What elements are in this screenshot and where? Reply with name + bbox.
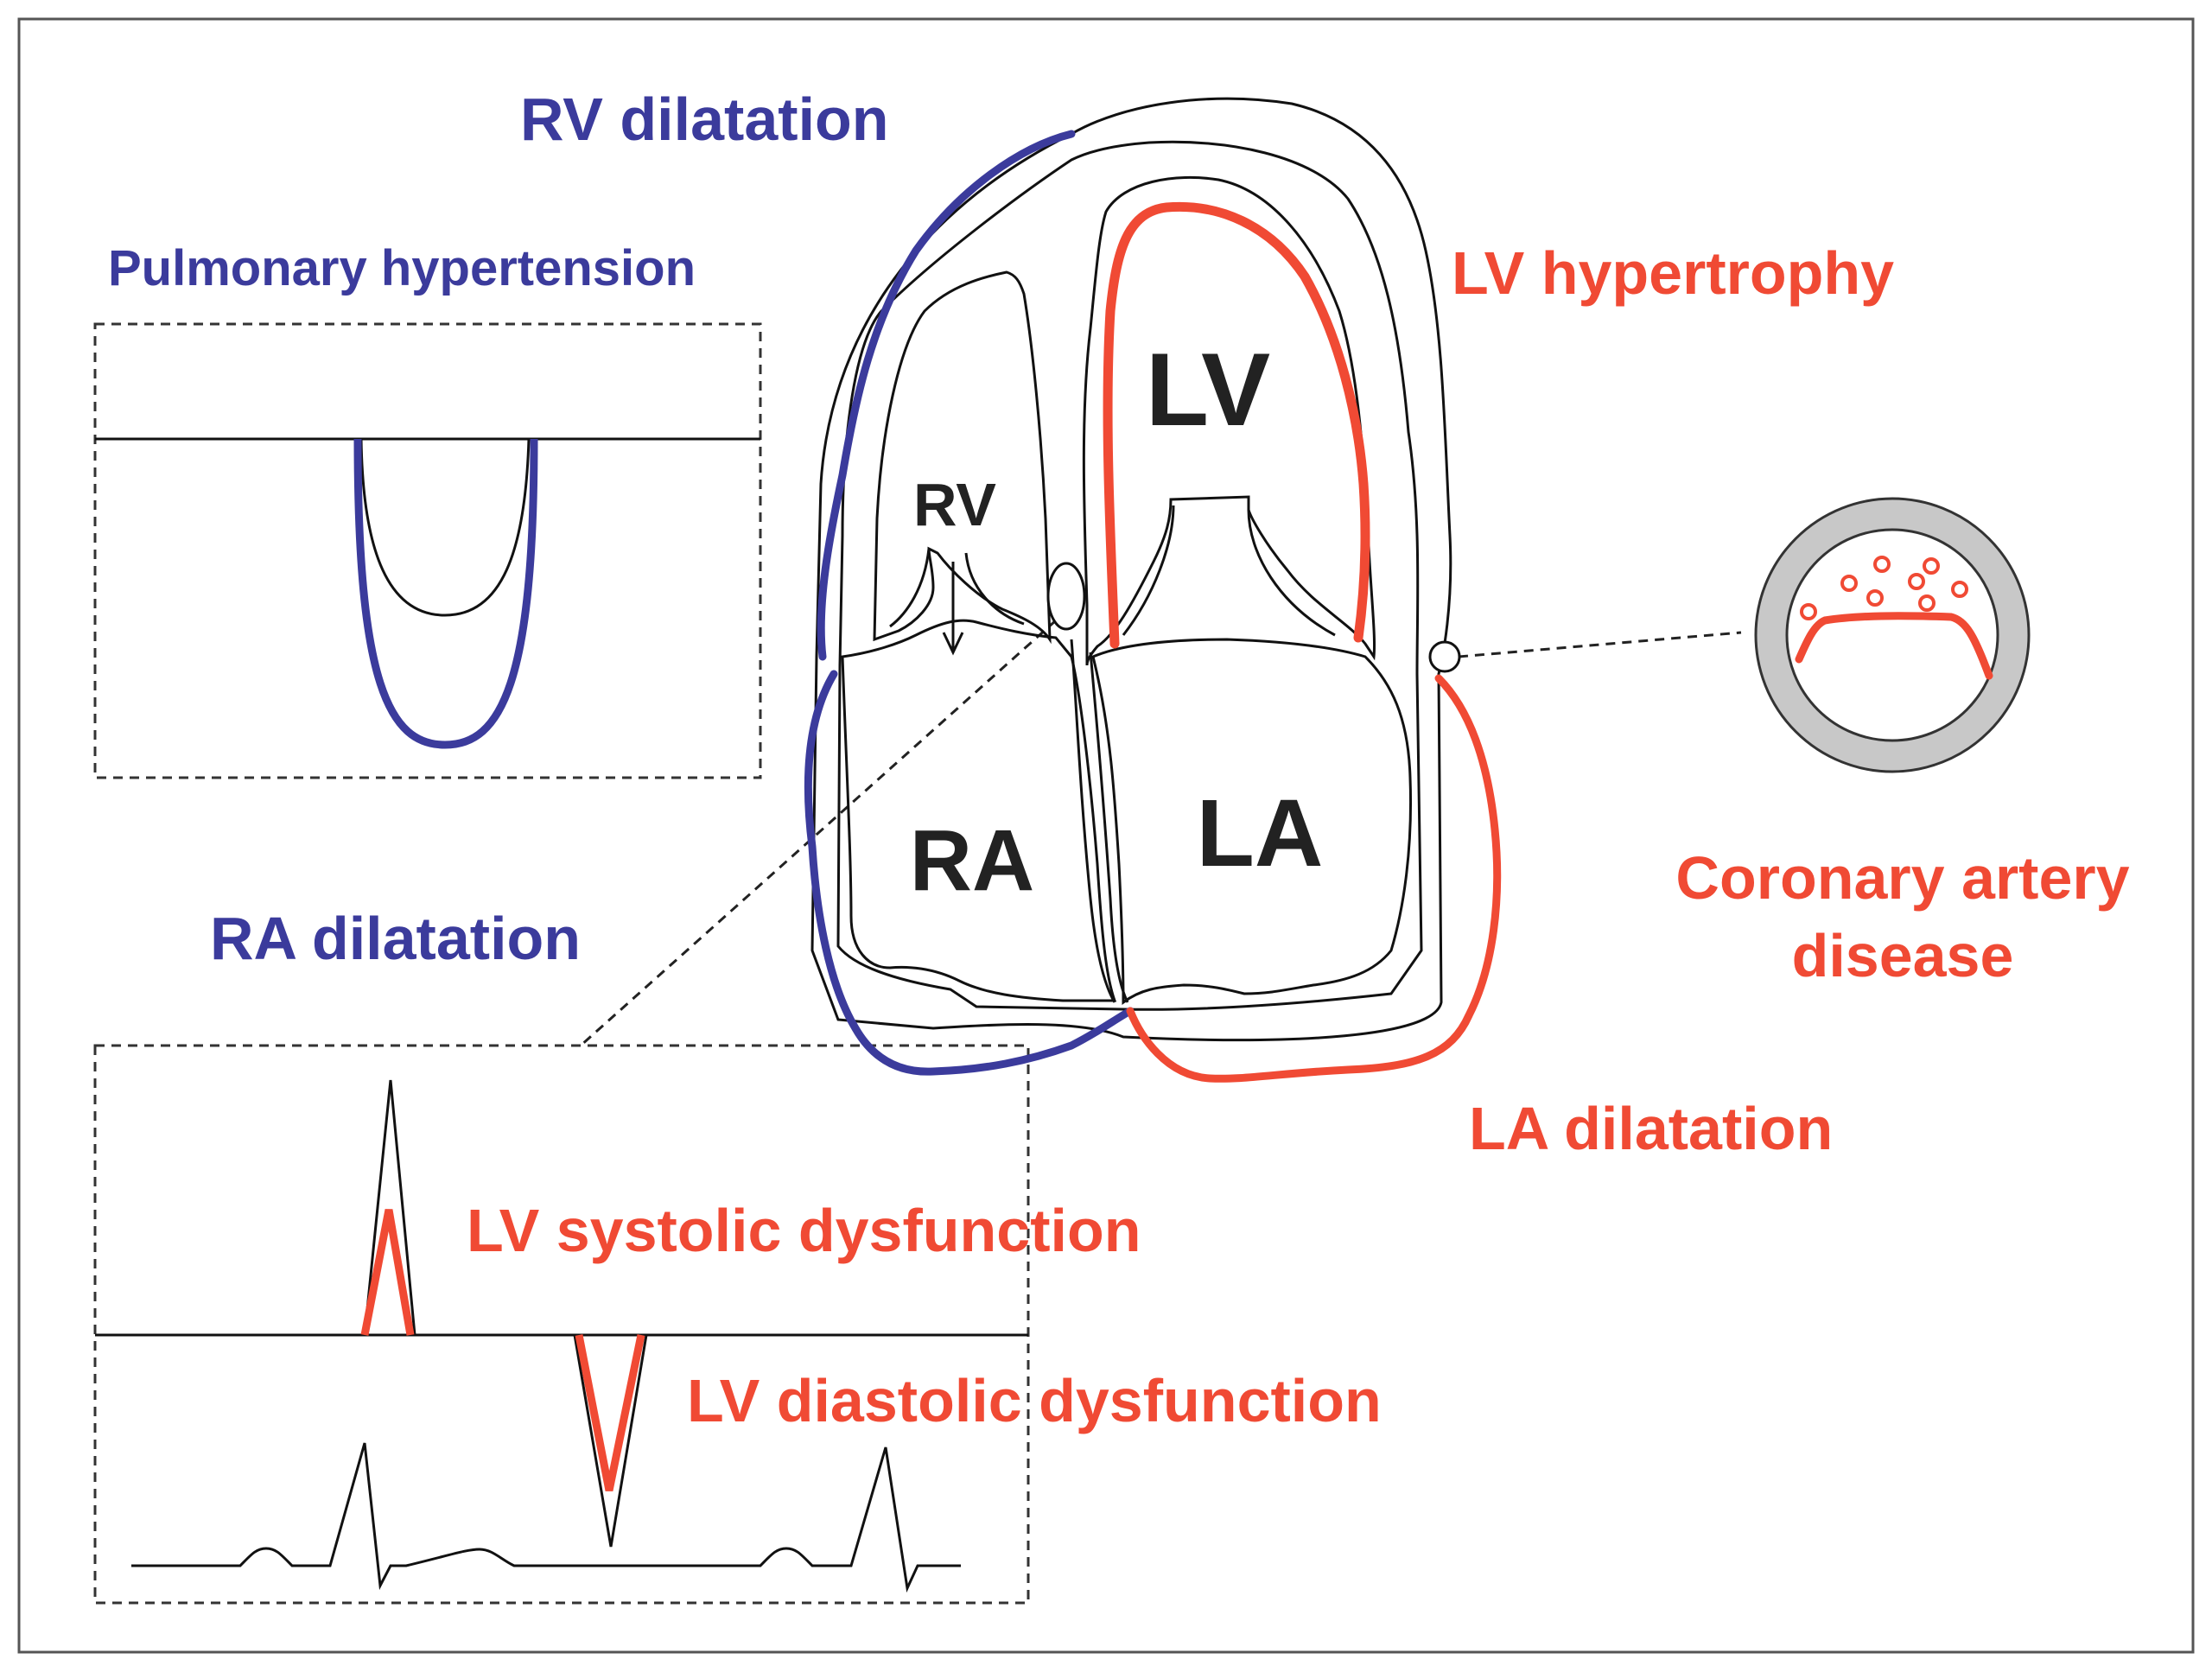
lipid-deposit: [1951, 581, 1968, 598]
chamber-label-rv: RV: [913, 471, 996, 538]
chamber-label-lv: LV: [1146, 332, 1270, 448]
la-dilatation-outline: [1126, 674, 1502, 1083]
heart-inner-outline: [836, 140, 1423, 1011]
lipid-deposit: [1918, 594, 1936, 612]
rv-to-ra-arrow-head: [942, 632, 964, 656]
label-lv-hypertrophy: LV hypertrophy: [1452, 239, 1894, 307]
label-coronary-line1: Coronary artery: [1675, 844, 2129, 912]
atherosclerotic-plaque: [1795, 612, 1993, 680]
septal-oval: [1046, 562, 1086, 631]
lipid-deposits: [1800, 556, 1968, 620]
lipid-deposit: [1800, 603, 1817, 620]
lipid-deposit: [1908, 573, 1925, 590]
tricuspid-leaflet-left: [889, 548, 931, 628]
lv-function-panel-border: [93, 1044, 1030, 1605]
ra-outline: [841, 619, 1117, 1002]
figure-frame: [17, 17, 2195, 1654]
coronary-connector-line: [1458, 631, 1742, 658]
label-rv-dilatation: RV dilatation: [520, 86, 889, 153]
lv-function-panel: [93, 1044, 1030, 1605]
lipid-deposit: [1873, 556, 1891, 573]
lipid-deposit: [1840, 575, 1858, 592]
pulmonary-hypertension-panel: [93, 322, 762, 779]
label-ra-dilatation: RA dilatation: [210, 905, 581, 972]
rv-dilatation-outline: [817, 130, 1076, 661]
chamber-label-la: LA: [1197, 780, 1324, 887]
septum-inner: [1089, 652, 1129, 1003]
artery-lumen: [1785, 528, 1999, 742]
septum-connector-line: [579, 619, 1058, 1047]
heart: [804, 97, 1502, 1083]
tricuspid-leaflet-right: [964, 552, 1025, 626]
lipid-deposit: [1923, 557, 1940, 575]
septum: [1070, 639, 1116, 1003]
lv-hypertrophy-outline: [1103, 201, 1370, 649]
chamber-label-ra: RA: [910, 812, 1034, 909]
pulmonary-panel-border: [93, 322, 762, 779]
normal-diastolic-wave: [573, 1334, 648, 1548]
pulmonary-hypertension-curve: [353, 438, 538, 749]
pulmonary-normal-curve: [359, 438, 531, 617]
coronary-marker-circle: [1428, 640, 1461, 673]
label-la-dilatation: LA dilatation: [1469, 1095, 1833, 1162]
coronary-artery: [1428, 497, 2031, 773]
lv-cavity-outline: [1082, 175, 1376, 666]
label-lv-diastolic-dysfunction: LV diastolic dysfunction: [687, 1367, 1382, 1434]
label-lv-systolic-dysfunction: LV systolic dysfunction: [467, 1197, 1141, 1264]
reduced-systolic-wave: [360, 1209, 415, 1336]
label-coronary-line2: disease: [1792, 922, 2014, 989]
reduced-diastolic-wave: [575, 1334, 645, 1491]
mitral-leaflet-right: [1247, 509, 1336, 637]
heart-outer-outline: [810, 97, 1452, 1042]
la-outline: [1091, 638, 1413, 1005]
lipid-deposit: [1866, 589, 1884, 607]
mitral-leaflet-left: [1122, 505, 1175, 636]
ecg-trace: [131, 1442, 961, 1593]
label-pulmonary-hypertension: Pulmonary hypertension: [108, 240, 696, 296]
rv-cavity-outline: [873, 270, 1052, 645]
ra-dilatation-outline: [804, 670, 1135, 1076]
normal-systolic-wave: [363, 1079, 416, 1336]
